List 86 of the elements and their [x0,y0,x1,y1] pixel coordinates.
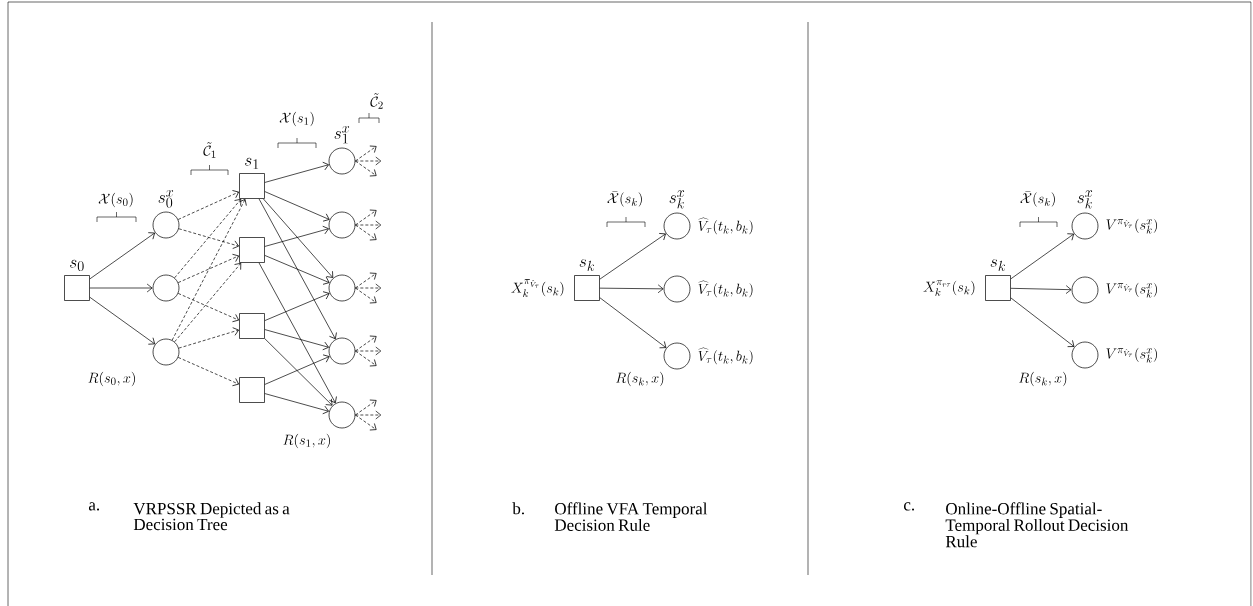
outcome-circle [328,401,356,429]
arrow [258,198,337,340]
dashed-arrow [355,160,377,177]
value-label: $\widehat{V}_\tau(t_k,b_k)$ [698,217,753,235]
state-label: $s_0$ [70,259,84,272]
set-label: $\mathcal{X}(s_0)$ [98,192,133,208]
dashed-arrow [177,253,239,283]
dashed-arrow [355,335,377,352]
state-label: $s_1$ [245,157,259,169]
value-label: $V^{\pi_{\hat{V}_\tau}}(s_k^x)$ [1106,218,1157,234]
outcome-circle [152,338,180,366]
dashed-arrow [355,145,377,162]
state-label: $s_1^x$ [334,126,350,144]
state-square [239,313,265,339]
value-label: $V^{\pi_{\hat{V}_\tau}}(s_k^x)$ [1106,347,1157,363]
arrow [264,354,330,385]
caption-marker: a. [88,502,100,511]
dashed-arrow [355,346,382,356]
set-label: $\bar{\mathcal{X}}(s_k)$ [1020,191,1055,207]
state-label: $s_k$ [579,259,595,271]
outcome-circle [328,211,356,239]
caption: Offline VFA Temporal Decision Rule [554,502,708,531]
dashed-arrow [178,327,239,349]
dashed-arrow [355,224,377,241]
outcome-circle [152,274,180,302]
state-label: $s_k^x$ [669,190,685,209]
set-label: $R(s_k,x)$ [1019,371,1067,387]
dashed-arrow [174,262,242,343]
arrow [264,191,330,222]
dashed-arrow [177,357,239,387]
dashed-arrow [177,190,239,220]
arrow [264,338,333,406]
caption-marker: b. [512,502,524,515]
value-label: $V^{\pi_{\hat{V}_\tau}}(s_k^x)$ [1106,282,1157,298]
arrow [264,291,330,321]
dashed-arrow [178,228,239,249]
dashed-arrow [355,399,377,416]
arrow [1010,233,1075,280]
arrow [264,393,329,415]
dashed-arrow [171,199,247,341]
dashed-arrow [355,220,382,230]
state-square [239,377,265,403]
state-label: $s_k$ [990,259,1006,271]
set-label: $\bar{\mathcal{X}}(s_k)$ [607,191,642,207]
arrow [264,255,330,285]
arrow [264,161,329,183]
dashed-arrow [355,410,382,420]
arrow [264,329,329,351]
arrow [89,283,153,293]
dashed-arrow [355,156,382,166]
set-label: $\tilde{\mathcal{C}}_1$ [203,142,216,158]
dashed-arrow [355,283,382,293]
arrow [1010,297,1075,347]
dashed-arrow [355,350,377,367]
set-label: $R(s_k,x)$ [616,371,664,387]
state-square [239,237,265,263]
state-label: $s_k^x$ [1077,190,1093,209]
dashed-arrow [177,293,239,323]
dashed-arrow [355,414,377,431]
policy-label: $X_k^{\pi_{\hat{V}_\tau}}(s_k)$ [511,279,564,297]
arrow [264,225,329,247]
caption: Online-Offline Spatial-Temporal Rollout Decision Rule [945,502,1129,548]
policy-label: $X_k^{\pi_{r\tau}}(s_k)$ [923,280,975,296]
dashed-arrow [355,272,377,289]
arrow [599,233,666,280]
arrow [1010,285,1072,294]
caption: VRPSSR Depicted as a Decision Tree [133,502,290,531]
dashed-arrow [355,209,377,226]
set-label: $\tilde{\mathcal{C}}_2$ [370,93,383,109]
dashed-arrow [355,287,377,304]
arrow [263,198,334,278]
set-label: $R(s_1,x)$ [283,433,330,449]
arrow [89,296,156,345]
dashed-arrow [174,198,242,279]
set-label: $R(s_0,x)$ [88,371,135,387]
set-label: $\mathcal{X}(s_1)$ [279,111,314,127]
outcome-circle [328,274,356,302]
arrow [599,297,667,349]
outcome-circle [328,337,356,365]
arrow [89,232,155,280]
value-label: $\widehat{V}_\tau(t_k,b_k)$ [698,280,753,298]
state-label: $s_0^x$ [158,190,174,208]
caption-marker: c. [904,502,915,511]
value-label: $\widehat{V}_\tau(t_k,b_k)$ [698,347,753,365]
arrow [599,284,664,294]
arrow [258,262,337,404]
